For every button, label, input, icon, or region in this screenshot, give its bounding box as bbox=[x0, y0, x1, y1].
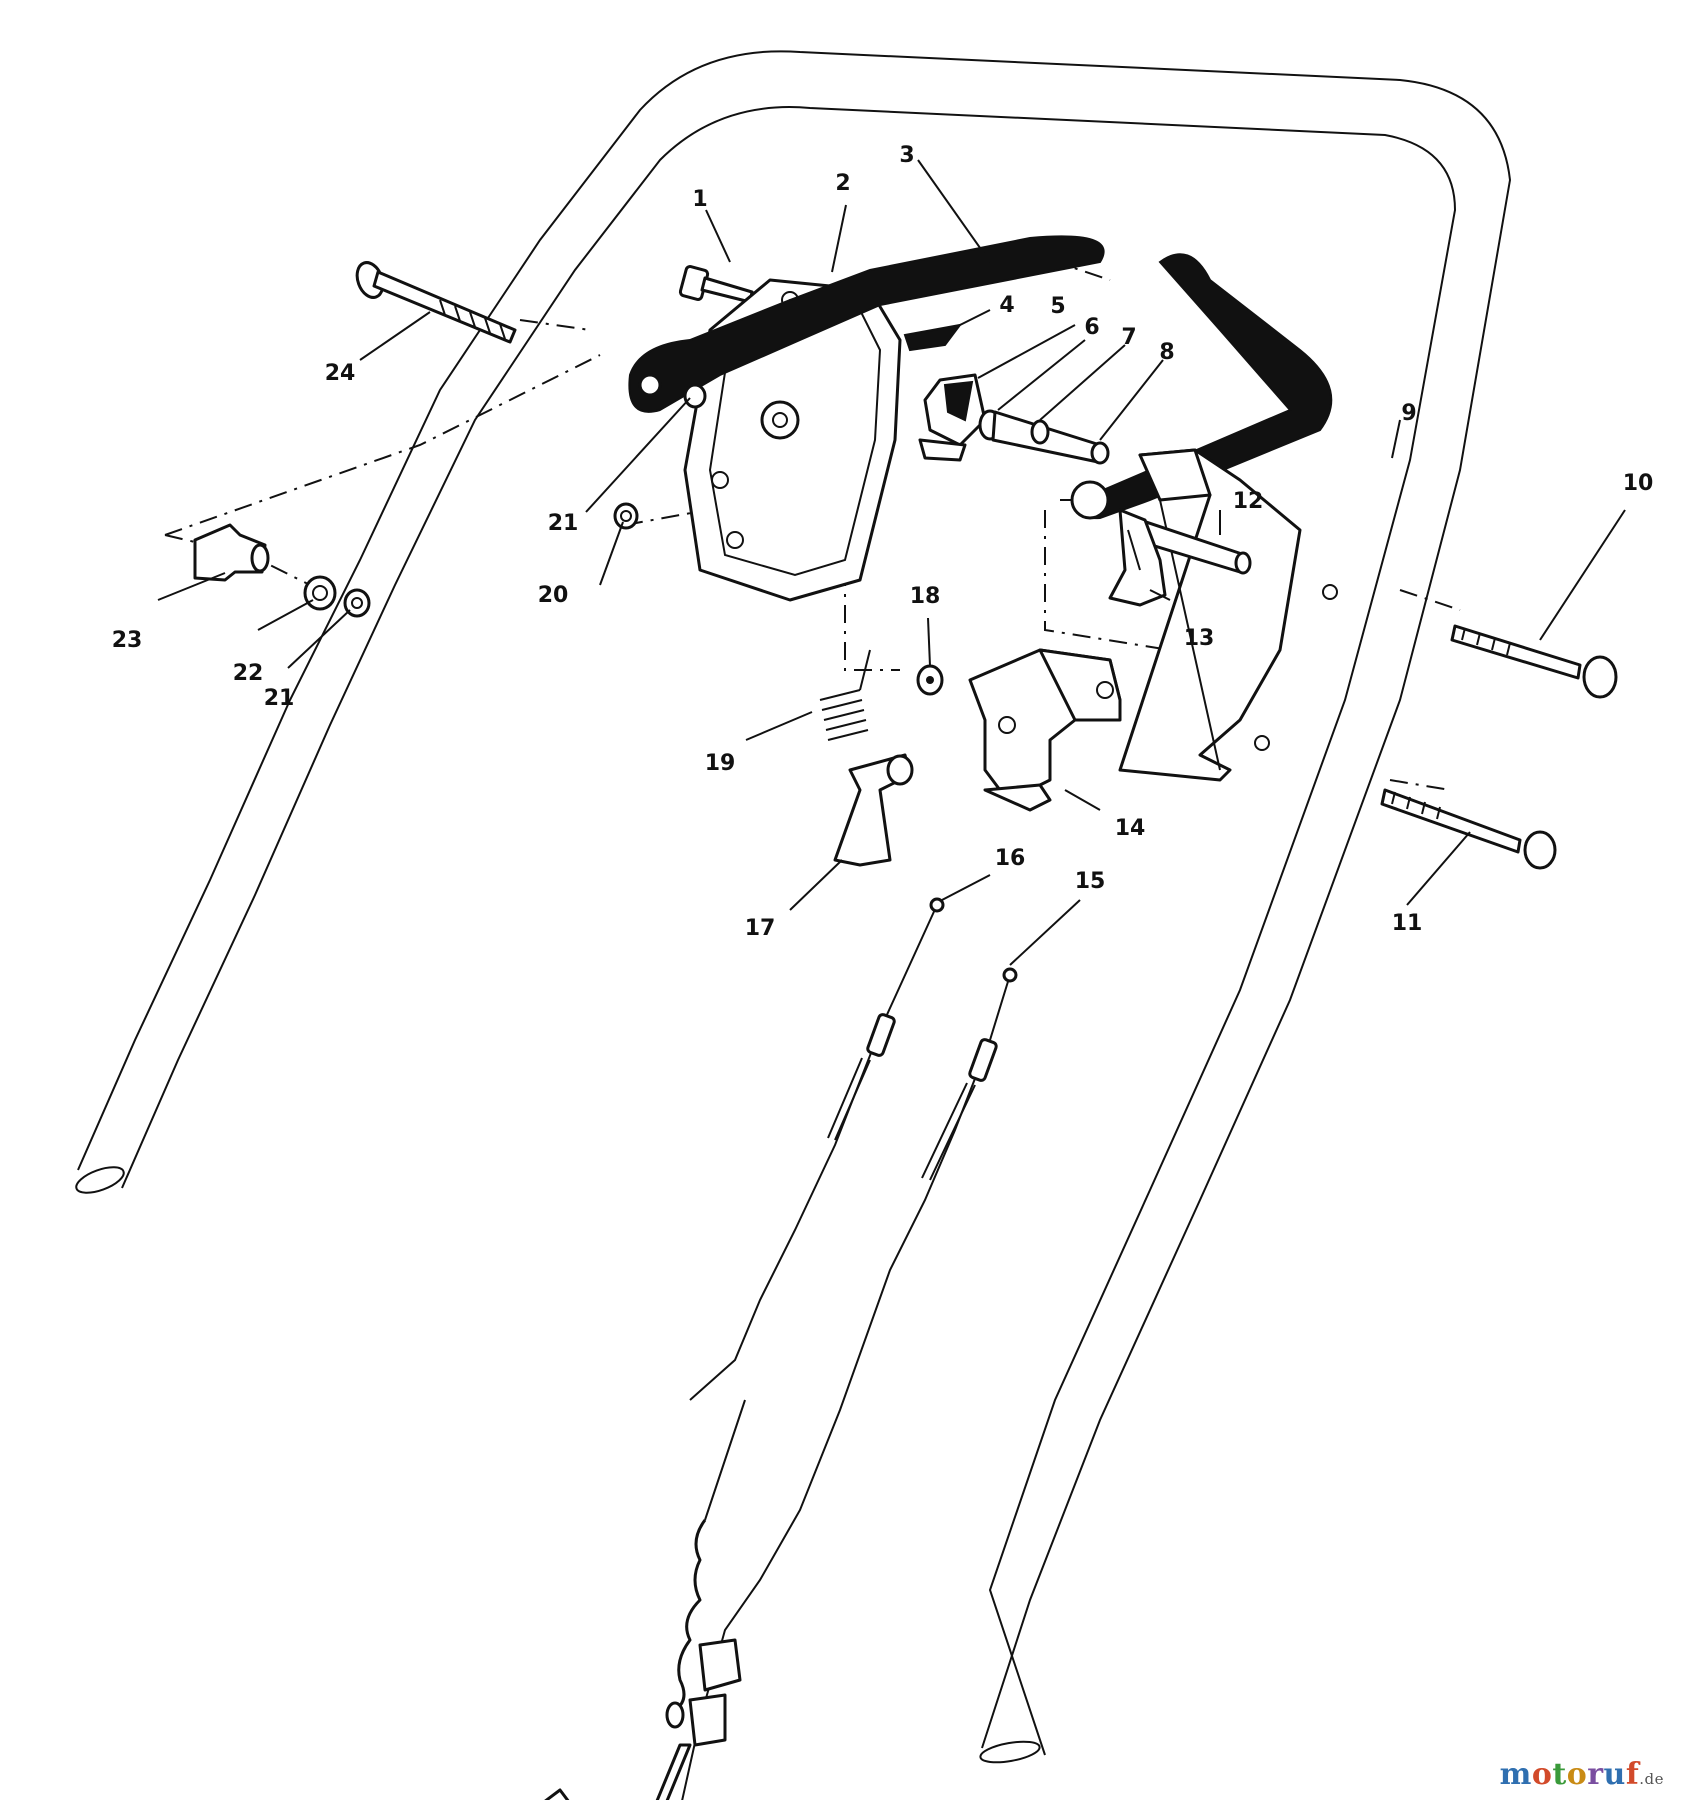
callout-2: 2 bbox=[835, 171, 850, 196]
part-lever-13 bbox=[1108, 508, 1167, 607]
callout-9: 9 bbox=[1401, 401, 1416, 426]
part-pins-6-7-8 bbox=[978, 409, 1110, 465]
watermark-suffix: .de bbox=[1639, 1770, 1664, 1788]
callout-7: 7 bbox=[1121, 325, 1136, 350]
part-rod-12 bbox=[1133, 518, 1252, 575]
part-bolt-11 bbox=[1380, 788, 1557, 870]
part-nut-20 bbox=[613, 502, 639, 530]
callout-14: 14 bbox=[1115, 816, 1146, 841]
part-cover-9 bbox=[1118, 448, 1338, 782]
part-washer-22 bbox=[303, 575, 337, 611]
part-bolt-10 bbox=[1450, 624, 1618, 699]
callout-6: 6 bbox=[1084, 315, 1099, 340]
part-washer-18 bbox=[916, 664, 944, 696]
watermark-letter: m bbox=[1499, 1757, 1532, 1792]
part-latch-17 bbox=[833, 753, 914, 867]
callout-17: 17 bbox=[745, 916, 776, 941]
callout-23: 23 bbox=[112, 628, 143, 653]
callout-19: 19 bbox=[705, 751, 736, 776]
callout-22: 22 bbox=[233, 661, 264, 686]
watermark-letter: t bbox=[1552, 1757, 1567, 1792]
callout-12: 12 bbox=[1233, 489, 1264, 514]
part-cam-5 bbox=[918, 373, 987, 462]
part-clip-4 bbox=[903, 323, 963, 352]
part-bracket-14 bbox=[968, 648, 1122, 812]
callout-5: 5 bbox=[1050, 294, 1065, 319]
callout-21-housing: 21 bbox=[548, 511, 579, 536]
callout-24: 24 bbox=[325, 361, 356, 386]
callout-18: 18 bbox=[910, 584, 941, 609]
watermark-letter: f bbox=[1625, 1757, 1640, 1792]
watermark-letter: o bbox=[1566, 1757, 1588, 1792]
callout-15: 15 bbox=[1075, 869, 1106, 894]
callouts: 1 2 3 4 5 6 7 8 9 10 11 12 13 14 15 16 1… bbox=[112, 143, 1654, 941]
callout-20: 20 bbox=[538, 583, 569, 608]
callout-13: 13 bbox=[1184, 626, 1215, 651]
part-bolt-24 bbox=[355, 261, 517, 344]
callout-21-left: 21 bbox=[264, 686, 295, 711]
callout-8: 8 bbox=[1159, 340, 1174, 365]
part-screw-1 bbox=[678, 265, 754, 304]
callout-3: 3 bbox=[899, 143, 914, 168]
part-nut-21b bbox=[343, 588, 371, 618]
callout-1: 1 bbox=[692, 187, 707, 212]
callout-11: 11 bbox=[1392, 911, 1423, 936]
callout-4: 4 bbox=[999, 293, 1014, 318]
part-cable-15 bbox=[544, 967, 1018, 1800]
callout-16: 16 bbox=[995, 846, 1026, 871]
watermark-logo: motoruf.de bbox=[1500, 1757, 1664, 1792]
watermark-letter: r bbox=[1587, 1757, 1604, 1792]
watermark-letter: u bbox=[1603, 1757, 1626, 1792]
callout-10: 10 bbox=[1623, 471, 1654, 496]
part-bushing-23 bbox=[193, 523, 270, 582]
handle-tube bbox=[75, 50, 1512, 1764]
part-nut-21a bbox=[683, 383, 707, 409]
part-spring-19 bbox=[819, 649, 871, 741]
watermark-letter: o bbox=[1531, 1757, 1553, 1792]
part-cable-16 bbox=[665, 897, 945, 1729]
leader-lines bbox=[157, 159, 1626, 966]
